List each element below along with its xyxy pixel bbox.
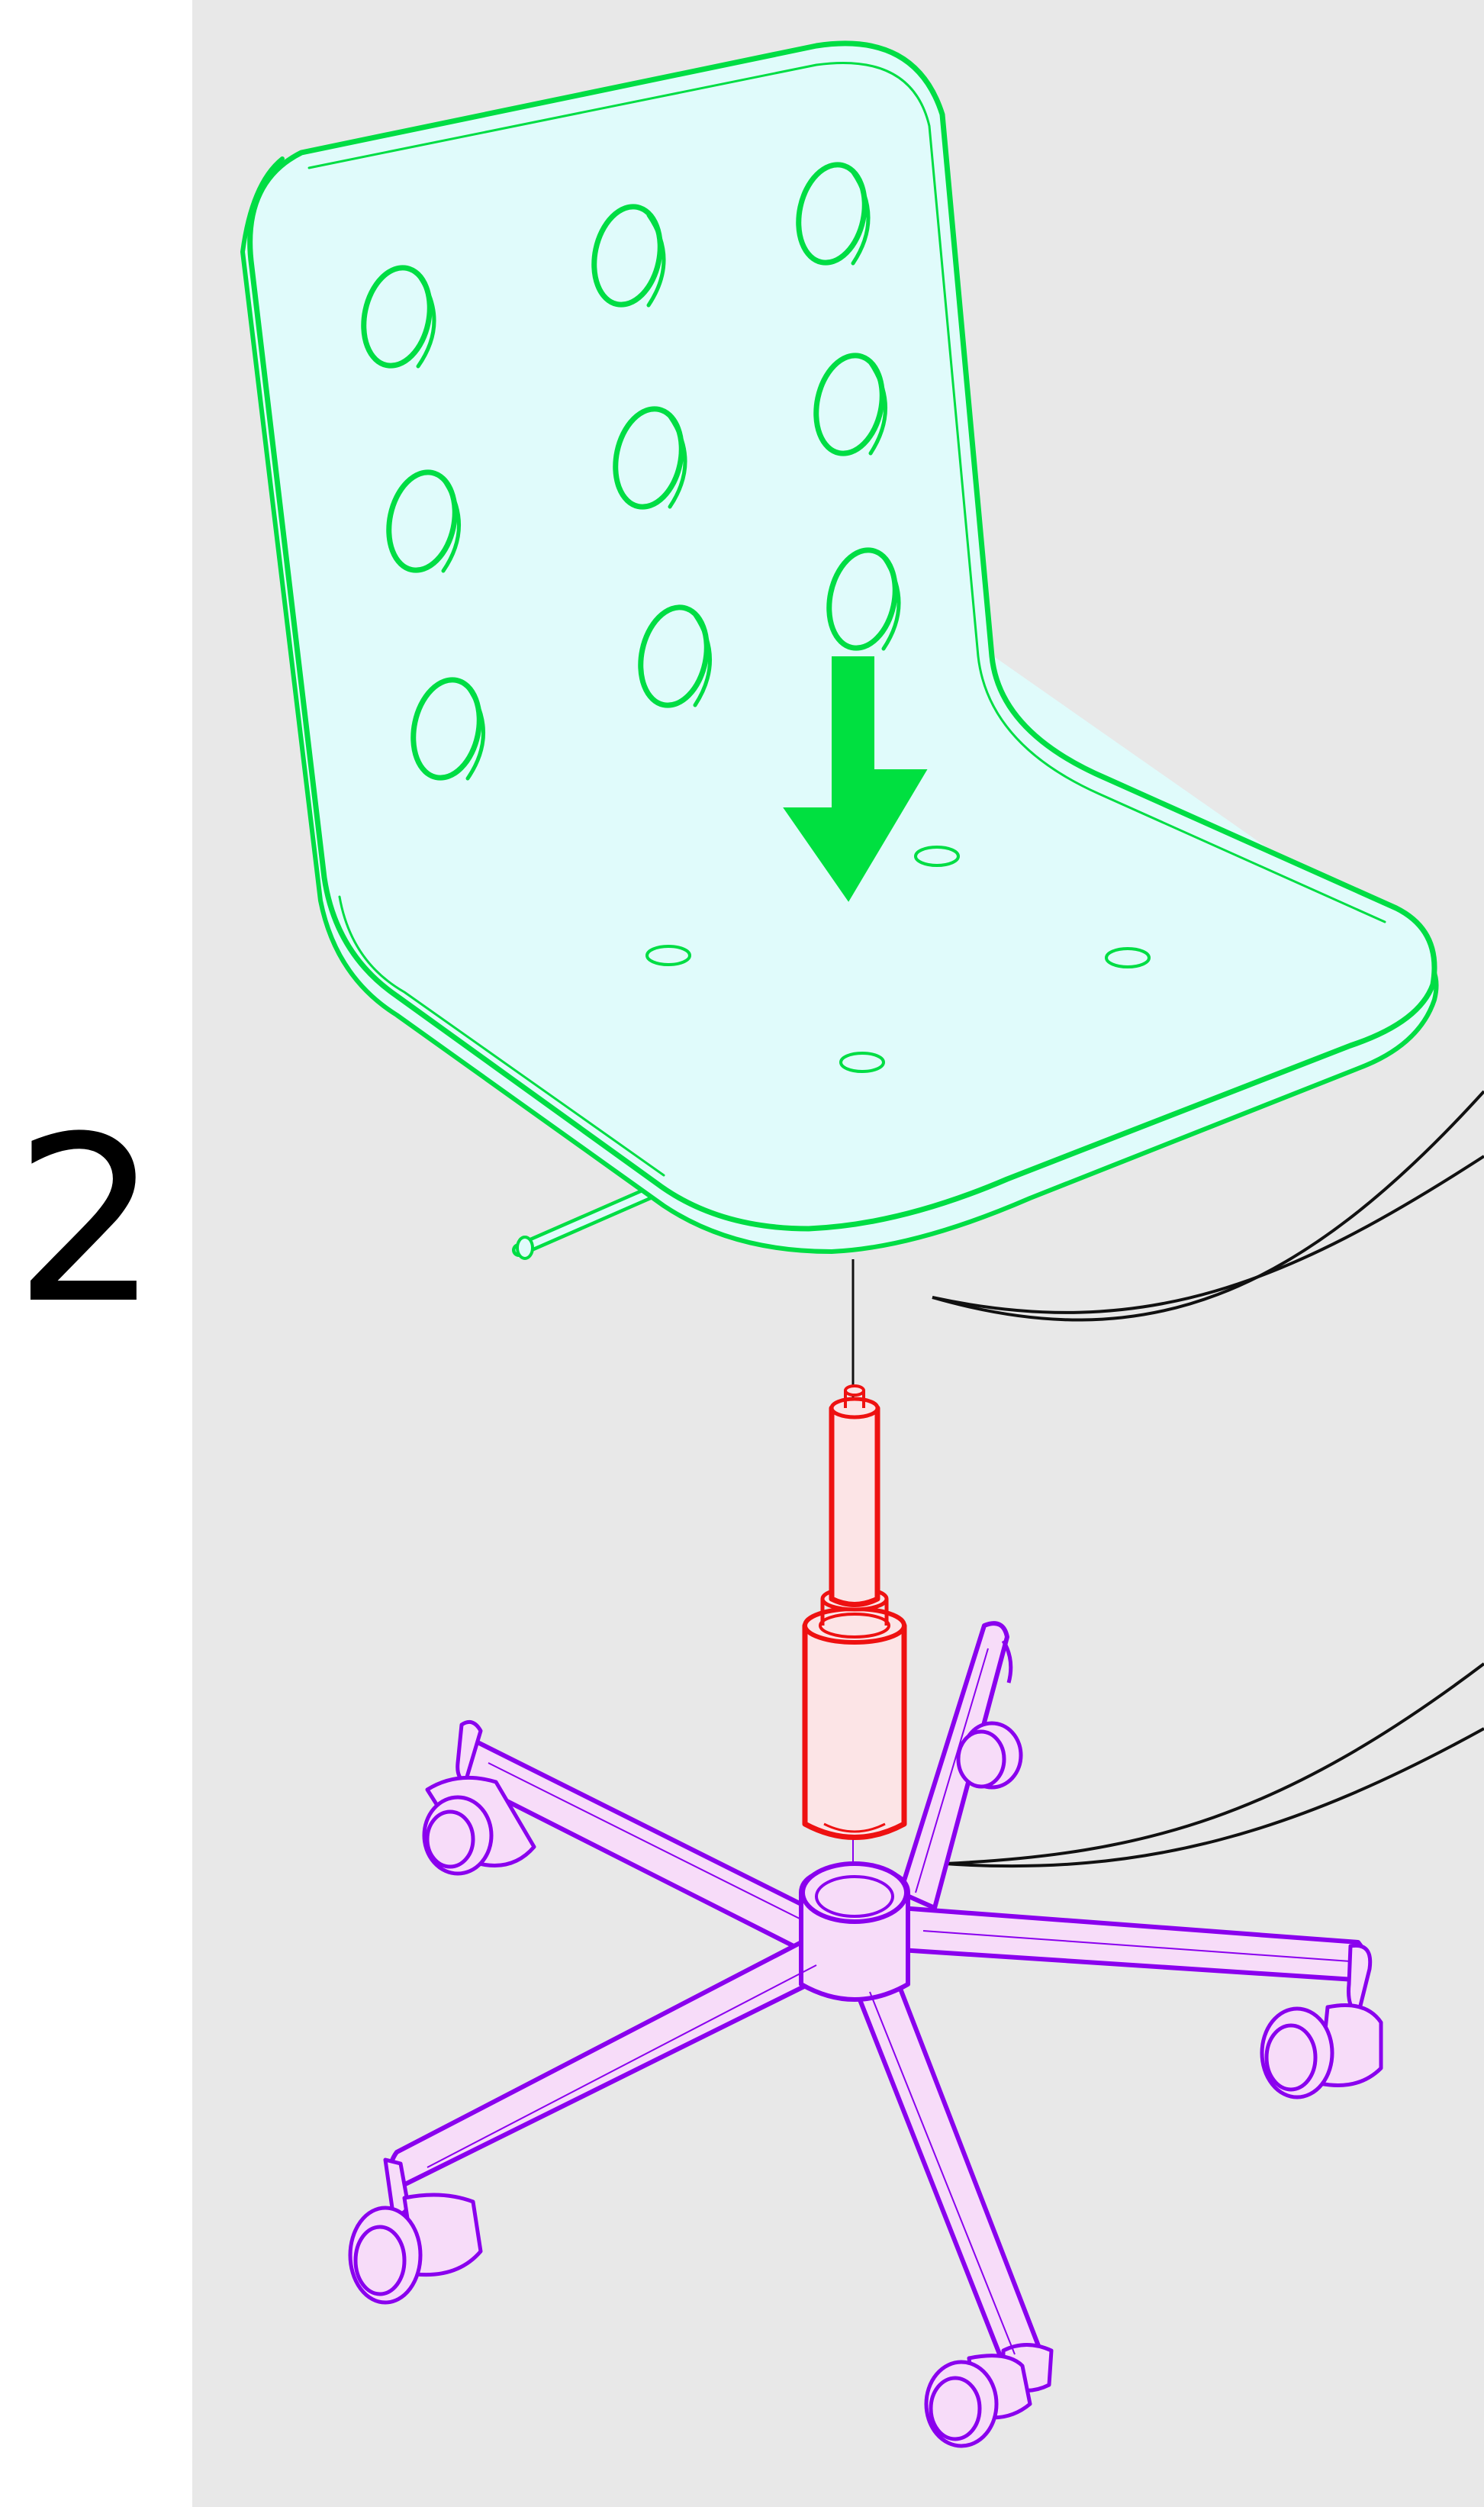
assembly-illustration xyxy=(192,0,1484,2507)
down-arrow-icon xyxy=(783,656,928,902)
five-star-caster-base xyxy=(348,1621,1383,2448)
step-number: 2 xyxy=(14,1088,159,1354)
backrest-holes xyxy=(361,162,898,781)
seat-holes xyxy=(645,846,1151,1073)
gas-cylinder xyxy=(802,1384,907,1840)
motion-lines xyxy=(932,1090,1484,1868)
instruction-panel xyxy=(192,0,1484,2507)
